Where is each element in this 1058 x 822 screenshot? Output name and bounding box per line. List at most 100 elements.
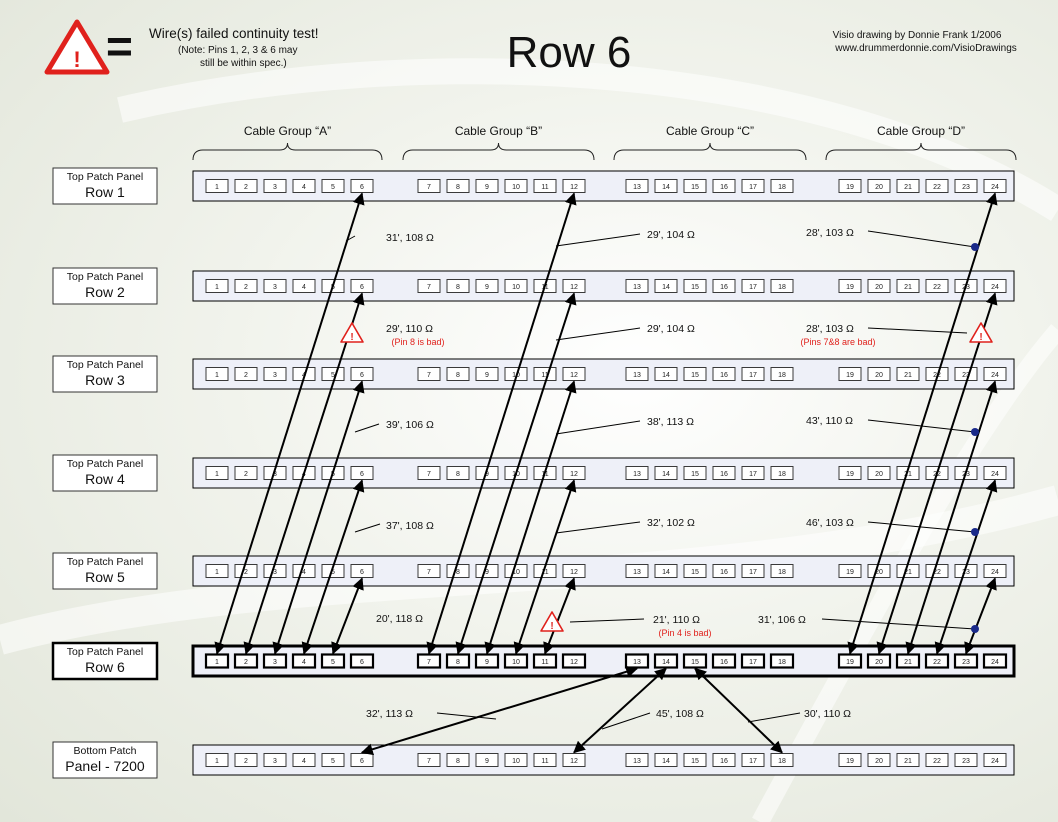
legend-note-line1: (Note: Pins 1, 2, 3 & 6 may	[178, 45, 298, 56]
leader-line	[747, 712, 801, 723]
port-17: 17	[741, 564, 765, 578]
port-label: 2	[244, 758, 248, 765]
port-20: 20	[867, 367, 891, 381]
port-label: 14	[662, 758, 670, 765]
port-label: 19	[846, 284, 854, 291]
port-label: 6	[360, 184, 364, 191]
measurement: 30', 110 Ω	[747, 708, 851, 723]
port-label: 18	[778, 758, 786, 765]
port-14: 14	[654, 466, 678, 480]
port-label: 1	[215, 372, 219, 379]
port-10: 10	[504, 753, 528, 767]
port-3: 3	[263, 367, 287, 381]
port-19: 19	[838, 466, 862, 480]
port-label: 14	[662, 569, 670, 576]
port-14: 14	[654, 753, 678, 767]
port-1: 1	[205, 753, 229, 767]
port-22: 22	[925, 279, 949, 293]
port-1: 1	[204, 653, 230, 669]
port-label: 10	[512, 184, 520, 191]
port-label: 7	[427, 569, 431, 576]
panel-body	[192, 744, 1015, 776]
port-3: 3	[263, 179, 287, 193]
port-label: 17	[749, 372, 757, 379]
port-label: 11	[541, 659, 548, 666]
port-label: 16	[720, 659, 728, 666]
leader-line	[345, 235, 356, 242]
panel-label-line2: Row 3	[85, 372, 125, 388]
port-label: 8	[456, 471, 460, 478]
port-label: 19	[846, 659, 854, 666]
splice-dot	[971, 428, 979, 436]
port-label: 19	[846, 184, 854, 191]
port-label: 22	[933, 184, 941, 191]
port-19: 19	[838, 179, 862, 193]
measurement-value: 32', 102 Ω	[647, 517, 695, 529]
port-label: 14	[662, 471, 670, 478]
cable	[543, 577, 576, 655]
measurement-value: 29', 104 Ω	[647, 323, 695, 335]
port-label: 1	[215, 471, 219, 478]
port-24: 24	[983, 279, 1007, 293]
port-label: 5	[331, 184, 335, 191]
port-4: 4	[292, 279, 316, 293]
port-9: 9	[475, 279, 499, 293]
port-label: 11	[541, 184, 548, 191]
brace	[825, 142, 1017, 161]
port-label: 7	[427, 284, 431, 291]
port-16: 16	[711, 653, 737, 669]
port-label: 16	[720, 569, 728, 576]
port-label: 9	[485, 372, 489, 379]
svg-text:!: !	[979, 332, 982, 343]
port-12: 12	[562, 279, 586, 293]
measurement: 37', 108 Ω	[354, 520, 434, 533]
port-22: 22	[925, 753, 949, 767]
cable-groups: Cable Group “A”Cable Group “B”Cable Grou…	[192, 124, 1017, 161]
port-label: 22	[933, 659, 941, 666]
port-15: 15	[683, 279, 707, 293]
port-label: 15	[691, 284, 699, 291]
port-label: 4	[302, 184, 306, 191]
port-label: 20	[875, 372, 883, 379]
port-label: 19	[846, 372, 854, 379]
port-6: 6	[350, 466, 374, 480]
panel-label-line2: Row 6	[85, 659, 125, 675]
port-24: 24	[983, 466, 1007, 480]
port-16: 16	[712, 564, 736, 578]
port-label: 21	[904, 184, 912, 191]
port-22: 22	[925, 564, 949, 578]
port-18: 18	[770, 466, 794, 480]
svg-text:!: !	[550, 621, 553, 632]
port-label: 22	[933, 284, 941, 291]
port-label: 7	[427, 471, 431, 478]
brace	[613, 142, 807, 161]
panel-body	[192, 270, 1015, 302]
port-11: 11	[533, 179, 557, 193]
port-label: 5	[331, 659, 335, 666]
port-8: 8	[445, 653, 471, 669]
port-label: 16	[720, 471, 728, 478]
equals-sign: =	[106, 20, 133, 72]
port-21: 21	[896, 279, 920, 293]
port-12: 12	[562, 466, 586, 480]
port-15: 15	[683, 179, 707, 193]
leader-line	[436, 712, 497, 720]
port-label: 18	[778, 184, 786, 191]
measurement: !28', 103 Ω(Pins 7&8 are bad)	[800, 322, 993, 347]
measurement: !29', 110 Ω(Pin 8 is bad)	[340, 322, 445, 347]
port-2: 2	[233, 653, 259, 669]
port-6: 6	[350, 753, 374, 767]
port-4: 4	[292, 564, 316, 578]
port-11: 11	[532, 653, 558, 669]
port-label: 8	[456, 758, 460, 765]
port-7: 7	[417, 564, 441, 578]
port-label: 8	[456, 659, 460, 666]
port-1: 1	[205, 279, 229, 293]
port-label: 17	[749, 184, 757, 191]
cable	[694, 667, 783, 754]
leader-line	[867, 327, 968, 334]
